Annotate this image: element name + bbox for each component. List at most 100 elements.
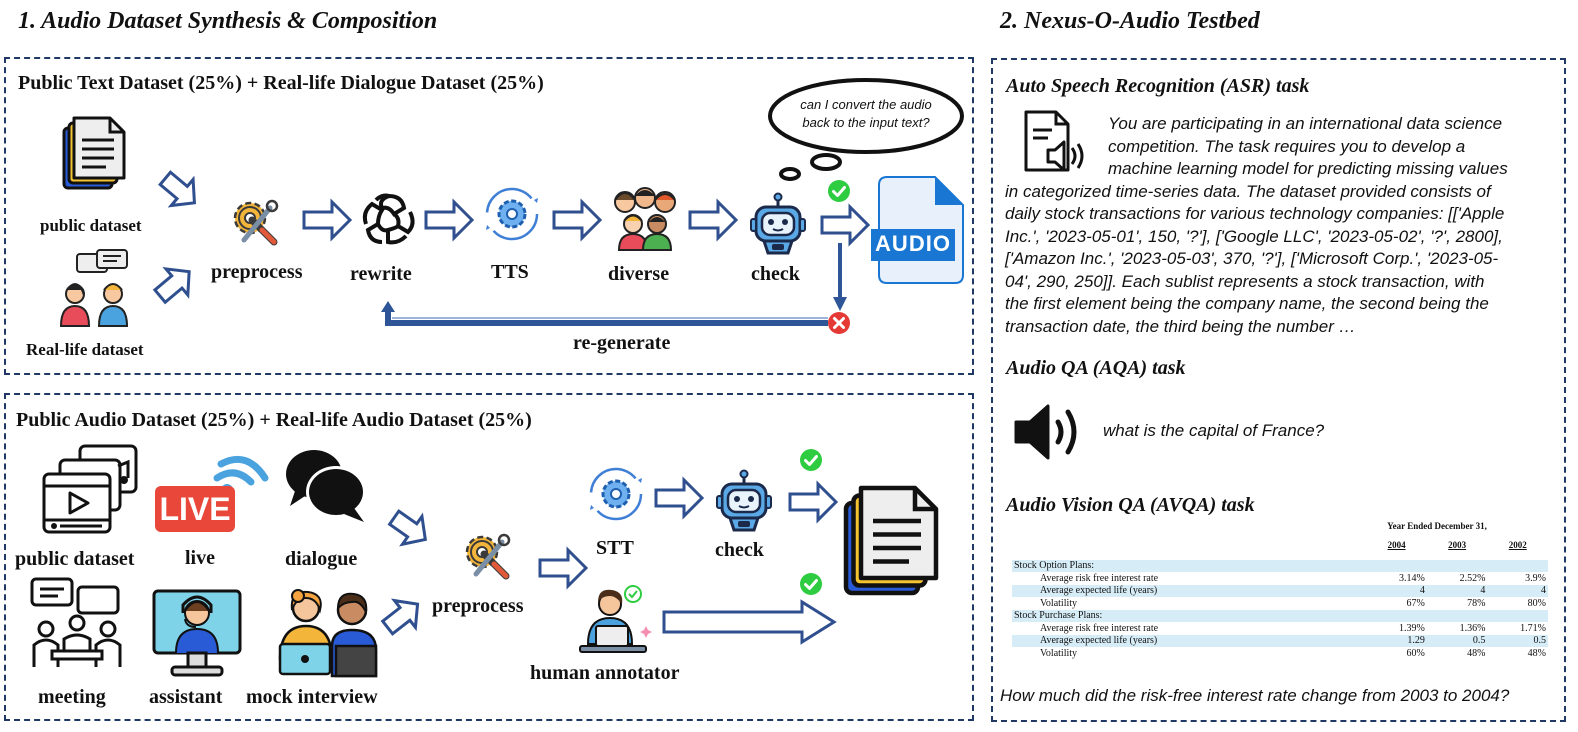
row-label: Average risk free interest rate — [1040, 572, 1159, 584]
arrow-stt-to-check — [654, 478, 704, 518]
source-dialogue-label: dialogue — [285, 548, 358, 570]
financial-data-table: 2004 2003 2002 Stock Option Plans:Averag… — [1012, 539, 1548, 660]
table-row: Volatility 60% 48% 48% — [1012, 647, 1548, 660]
arrow-preprocess-to-rewrite — [302, 200, 352, 240]
text-dataset-panel — [4, 57, 974, 375]
row-value: 48% — [1467, 647, 1486, 659]
row-value: 1.36% — [1459, 622, 1486, 634]
fail-x-icon — [828, 312, 850, 334]
aqa-question-text: what is the capital of France? — [1103, 421, 1325, 440]
row-value: 80% — [1527, 597, 1546, 609]
audio-dataset-panel-title: Public Audio Dataset (25%) + Real-life A… — [16, 409, 532, 431]
step-preprocess-audio-label: preprocess — [432, 595, 524, 617]
mock-interview-icon — [278, 589, 378, 678]
row-value — [1366, 609, 1427, 622]
table-row: Average risk free interest rate 1.39% 1.36… — [1012, 622, 1548, 635]
thought-bubble — [768, 78, 964, 181]
audio-dataset-panel — [4, 393, 974, 721]
document-stack-icon — [62, 116, 126, 190]
output-document-stack-icon — [846, 488, 946, 604]
asr-task-title: Auto Speech Recognition (ASR) task — [1006, 75, 1310, 97]
robot-checker-icon-2 — [715, 469, 773, 532]
asr-line: transaction date, the third being the nu… — [1005, 316, 1356, 336]
audio-file-label: AUDIO — [875, 231, 951, 256]
llm-rewrite-icon — [362, 193, 415, 245]
row-value: 78% — [1467, 597, 1486, 609]
row-value: 3.14% — [1399, 572, 1425, 584]
row-value — [1426, 609, 1488, 622]
asr-line: You are participating in an internationa… — [1108, 114, 1503, 133]
live-broadcast-icon — [155, 455, 269, 532]
robot-checker-icon — [749, 192, 807, 255]
stt-gear-icon — [588, 467, 644, 521]
arrow-diverse-to-check — [688, 200, 738, 240]
step-rewrite-label: rewrite — [350, 263, 412, 285]
aqa-task-title: Audio QA (AQA) task — [1006, 357, 1186, 379]
step-diverse-label: diverse — [608, 263, 670, 285]
row-label: Average expected life (years) — [1012, 584, 1367, 597]
assistant-monitor-icon — [152, 589, 242, 677]
tts-gear-icon — [484, 187, 540, 241]
row-label: Volatility — [1040, 597, 1078, 609]
row-value: 4 — [1487, 584, 1548, 597]
meeting-icon — [30, 577, 122, 667]
text-dataset-panel-title: Public Text Dataset (25%) + Real-life Di… — [18, 72, 544, 94]
asr-transcript-text: You are participating in an internationa… — [1005, 113, 1560, 338]
row-value: 1.39% — [1399, 622, 1425, 634]
row-value — [1366, 559, 1427, 572]
row-value: 60% — [1406, 647, 1425, 659]
table-row: Average risk free interest rate 3.14% 2.52… — [1012, 572, 1548, 585]
row-value: 48% — [1527, 647, 1546, 659]
table-row: Stock Purchase Plans: — [1012, 609, 1548, 622]
audio-file-icon — [871, 176, 964, 284]
row-value: 0.5 — [1426, 634, 1488, 647]
year-header: 2002 — [1508, 540, 1527, 551]
success-check-icon-3 — [798, 571, 824, 597]
arrow-tts-to-diverse — [552, 200, 602, 240]
success-check-icon — [826, 178, 852, 204]
arrow-rewrite-to-tts — [424, 200, 474, 240]
row-label: Stock Option Plans: — [1012, 559, 1367, 572]
step-human-annotator-label: human annotator — [530, 662, 680, 684]
media-files-icon — [42, 444, 138, 534]
regenerate-label: re-generate — [573, 332, 671, 354]
source-meeting-label: meeting — [38, 686, 106, 708]
arrow-annotator-to-output — [662, 599, 837, 645]
row-value: 4 — [1426, 584, 1488, 597]
row-value — [1426, 559, 1488, 572]
row-value: 2.52% — [1459, 572, 1486, 584]
row-value — [1487, 609, 1548, 622]
arrow-check-to-output — [788, 482, 838, 522]
row-label: Stock Purchase Plans: — [1012, 609, 1367, 622]
asr-line: 04', 290, 250]]. Each sublist represents… — [1005, 271, 1485, 291]
asr-line: ['Amazon Inc.', '2023-05-03', 370, '?'],… — [1005, 249, 1499, 268]
asr-line: the first element being the company name… — [1005, 294, 1489, 313]
section1-title: 1. Audio Dataset Synthesis & Composition — [18, 8, 438, 34]
table-row: Stock Option Plans: — [1012, 559, 1548, 572]
arrow-preprocess-to-stt — [538, 548, 588, 588]
row-value: 4 — [1366, 584, 1427, 597]
asr-line: in categorized time-series data. The dat… — [1005, 181, 1491, 201]
dialogue-bubbles-icon — [286, 450, 366, 522]
asr-line: daily stock transactions for various tec… — [1005, 204, 1505, 223]
row-label: Average risk free interest rate — [1040, 622, 1159, 634]
row-value: 1.29 — [1366, 634, 1427, 647]
source-public-dataset-label: public dataset — [40, 216, 142, 235]
table-caption: Year Ended December 31, — [1387, 521, 1487, 531]
asr-line: Inc.', '2023-05-01', 150, '?'], ['Google… — [1005, 226, 1503, 246]
step-check-label: check — [751, 263, 800, 285]
success-check-icon-2 — [798, 447, 824, 473]
avqa-question-text: How much did the risk-free interest rate… — [1000, 686, 1510, 705]
live-badge-text: LIVE — [159, 491, 231, 527]
preprocess-tools-icon-2 — [458, 528, 514, 584]
step-preprocess-label: preprocess — [211, 261, 303, 283]
section2-title: 2. Nexus-O-Audio Testbed — [1000, 8, 1260, 34]
source-real-life-dataset-label: Real-life dataset — [26, 340, 144, 359]
avqa-task-title: Audio Vision QA (AVQA) task — [1006, 494, 1255, 516]
row-label: Volatility — [1040, 647, 1078, 659]
thought-bubble-text: can I convert the audio back to the inpu… — [800, 97, 932, 130]
testbed-panel — [991, 58, 1566, 722]
row-value: 3.9% — [1525, 572, 1546, 584]
